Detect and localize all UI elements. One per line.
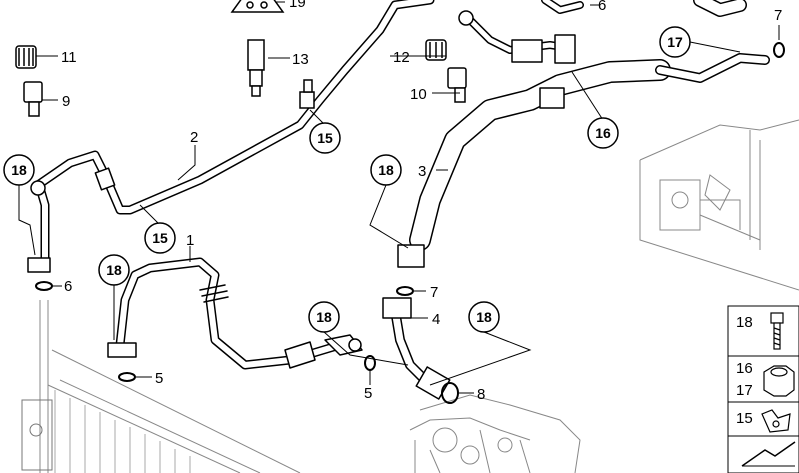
part-13-pressure-sensor <box>247 39 265 97</box>
svg-text:15: 15 <box>317 130 333 146</box>
part-11-cap <box>15 45 37 69</box>
callout-7-b: 7 <box>430 284 438 301</box>
line-2-suction-pipe <box>27 0 435 273</box>
callout-16: 16 <box>587 117 619 149</box>
evaporator-illustration <box>639 119 799 291</box>
callout-1: 1 <box>186 232 194 249</box>
callout-7-a: 7 <box>774 7 782 24</box>
callout-13: 13 <box>292 51 309 68</box>
condenser-illustration <box>21 300 301 473</box>
svg-text:15: 15 <box>152 230 168 246</box>
leader-lines <box>18 1 780 394</box>
callout-5-a: 5 <box>155 370 163 387</box>
part-19-warning-tag <box>230 0 285 13</box>
table-label-15: 15 <box>736 410 753 427</box>
parts-table: 18 16 17 15 <box>727 305 799 473</box>
callout-18-c: 18 <box>370 154 402 186</box>
svg-text:18: 18 <box>106 262 122 278</box>
callout-18-d: 18 <box>308 301 340 333</box>
clip-icon <box>761 409 791 433</box>
o-ring-7a <box>396 286 414 296</box>
callout-6-a: 6 <box>64 278 72 295</box>
svg-text:17: 17 <box>667 34 683 50</box>
svg-text:18: 18 <box>476 309 492 325</box>
callout-5-b: 5 <box>364 385 372 402</box>
plain-callouts: 19 13 11 9 2 1 6 5 12 10 3 6 7 7 4 8 5 <box>61 0 782 403</box>
callout-3: 3 <box>418 163 426 180</box>
nut-icon <box>763 365 795 397</box>
callout-18-e: 18 <box>468 301 500 333</box>
o-ring-5a <box>118 372 136 382</box>
callout-12: 12 <box>393 49 410 66</box>
part-12-cap <box>425 39 447 61</box>
callout-17: 17 <box>659 26 691 58</box>
callout-18-a: 18 <box>3 154 35 186</box>
part-15-sensor-fitting <box>299 79 315 109</box>
callout-15-a: 15 <box>309 122 341 154</box>
table-label-16: 16 <box>736 360 753 377</box>
compressor-illustration <box>409 394 581 473</box>
callout-19: 19 <box>289 0 306 11</box>
o-ring-8 <box>441 382 459 404</box>
o-ring-7b <box>773 42 785 58</box>
table-label-18: 18 <box>736 314 753 331</box>
callout-10: 10 <box>410 86 427 103</box>
bolt-icon <box>770 312 784 350</box>
line-3-suction-hose <box>397 53 770 268</box>
o-ring-6 <box>35 281 53 291</box>
callout-18-b: 18 <box>98 254 130 286</box>
part-9-valve-core <box>23 81 43 117</box>
table-label-17: 17 <box>736 382 753 399</box>
svg-text:16: 16 <box>595 125 611 141</box>
circled-callouts: 18 15 15 18 18 18 18 16 17 <box>3 26 691 333</box>
callout-8: 8 <box>477 386 485 403</box>
callout-2: 2 <box>190 129 198 146</box>
callout-11: 11 <box>61 49 77 66</box>
line-1-pressure-pipe <box>107 257 363 370</box>
callout-15-b: 15 <box>144 222 176 254</box>
svg-text:18: 18 <box>11 162 27 178</box>
svg-text:18: 18 <box>316 309 332 325</box>
svg-text:18: 18 <box>378 162 394 178</box>
callout-4: 4 <box>432 311 440 328</box>
callout-9: 9 <box>62 93 70 110</box>
line-6-top-pipes <box>458 0 747 64</box>
part-10-valve-core <box>447 67 467 103</box>
callout-6-b: 6 <box>598 0 606 14</box>
lightning-arrow-icon <box>741 441 796 467</box>
